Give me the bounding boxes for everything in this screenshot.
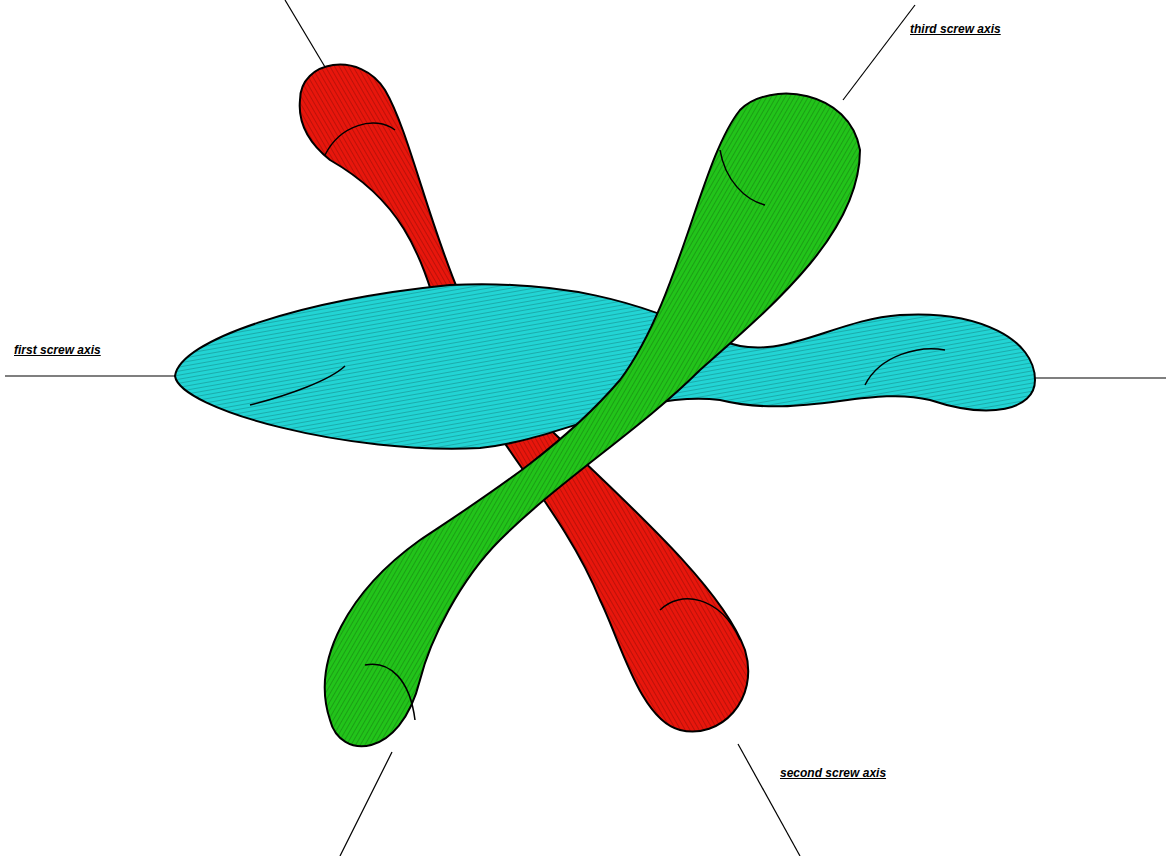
axis-lines — [5, 0, 1166, 856]
axis-label: first screw axis — [12, 343, 103, 357]
axis-label: third screw axis — [908, 22, 1003, 36]
green-surface — [325, 94, 860, 747]
axis-label: second screw axis — [778, 766, 888, 780]
